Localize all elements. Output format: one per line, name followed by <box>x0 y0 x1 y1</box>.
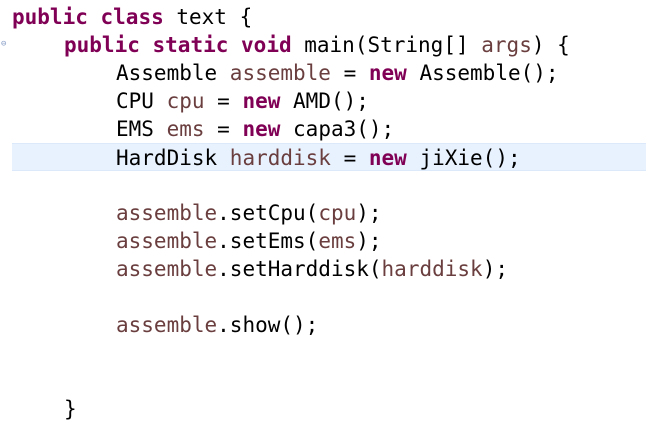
code-text: ); <box>356 229 382 253</box>
type-name: Assemble <box>116 61 230 85</box>
code-text: ); <box>482 257 508 281</box>
code-line-3[interactable]: Assemble assemble = new Assemble(); <box>116 59 646 87</box>
keyword: class <box>100 5 164 29</box>
argument-name: cpu <box>318 201 357 225</box>
code-text: capa3(); <box>280 117 395 141</box>
variable-name: assemble <box>116 229 218 253</box>
code-line-6-current[interactable]: HardDisk harddisk = new jiXie(); <box>12 143 646 171</box>
keyword: new <box>368 61 407 85</box>
method-call: .setEms( <box>217 229 319 253</box>
variable-name: assemble <box>116 257 218 281</box>
code-text: ) { <box>531 33 570 57</box>
code-text: = <box>204 117 243 141</box>
code-line-1[interactable]: public class text { <box>12 3 646 31</box>
type-name: CPU <box>116 89 167 113</box>
code-line-15[interactable]: } <box>64 395 646 423</box>
code-line-10[interactable]: assemble.setHarddisk(harddisk); <box>116 255 646 283</box>
keyword: void <box>241 33 292 57</box>
code-text: = <box>330 61 369 85</box>
code-text: AMD(); <box>280 89 369 113</box>
type-name: HardDisk <box>116 146 230 170</box>
code-text: text { <box>163 5 253 29</box>
method-call: .setHarddisk( <box>217 257 382 281</box>
code-line-9[interactable]: assemble.setEms(ems); <box>116 227 646 255</box>
code-line-4[interactable]: CPU cpu = new AMD(); <box>116 87 646 115</box>
keyword: new <box>242 89 281 113</box>
variable-name: ems <box>166 117 205 141</box>
code-text: = <box>204 89 243 113</box>
code-text: jiXie(); <box>406 146 521 170</box>
keyword: new <box>242 117 281 141</box>
closing-brace: } <box>64 397 77 421</box>
variable-name: assemble <box>229 61 331 85</box>
method-call: .show(); <box>217 313 319 337</box>
code-line-12[interactable]: assemble.show(); <box>116 311 646 339</box>
keyword: public <box>12 5 88 29</box>
parameter-name: args <box>481 33 532 57</box>
keyword: new <box>368 146 407 170</box>
code-line-2[interactable]: public static void main(String[] args) { <box>64 31 646 59</box>
code-text: ); <box>356 201 382 225</box>
code-line-5[interactable]: EMS ems = new capa3(); <box>116 115 646 143</box>
variable-name: assemble <box>116 201 218 225</box>
argument-name: ems <box>318 229 357 253</box>
code-text: = <box>330 146 369 170</box>
variable-name: harddisk <box>229 146 331 170</box>
editor-gutter: ⊖ <box>0 0 12 434</box>
keyword: static <box>152 33 229 57</box>
keyword: public <box>64 33 140 57</box>
code-text: Assemble(); <box>406 61 559 85</box>
code-text: main(String[] <box>291 33 482 57</box>
variable-name: assemble <box>116 313 218 337</box>
code-line-8[interactable]: assemble.setCpu(cpu); <box>116 199 646 227</box>
fold-minus-icon[interactable]: ⊖ <box>1 39 7 49</box>
variable-name: cpu <box>166 89 205 113</box>
type-name: EMS <box>116 117 167 141</box>
argument-name: harddisk <box>381 257 483 281</box>
method-call: .setCpu( <box>217 201 319 225</box>
